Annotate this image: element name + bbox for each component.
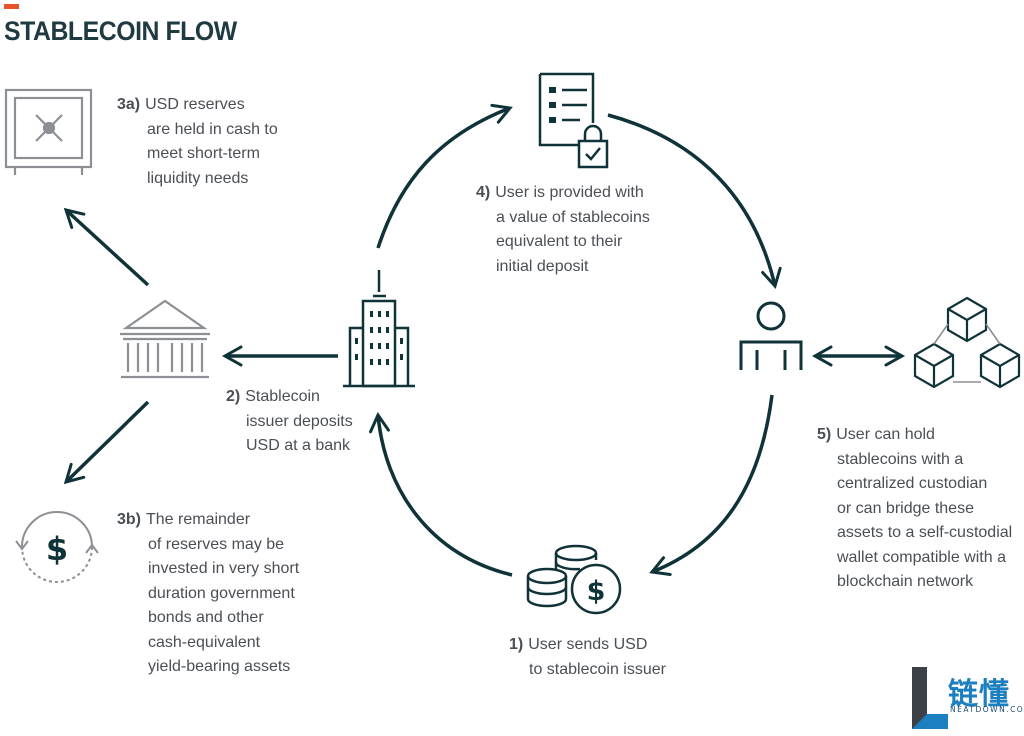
step-line: of reserves may be [148, 535, 285, 553]
step-line: Stablecoin [245, 388, 320, 405]
watermark-logo: 链懂 NEATDOWN.COM [910, 665, 1024, 731]
step-number: 5) [817, 426, 832, 443]
step-line: are held in cash to [147, 120, 278, 138]
step-5-label: 5)User can hold stablecoins with a centr… [817, 423, 1012, 595]
dollar-cycle-icon: $ [15, 511, 99, 583]
vault-safe-icon [4, 88, 93, 175]
coins-dollar-icon: $ [526, 544, 622, 615]
step-line: a value of stablecoins [496, 208, 650, 226]
logo-text: 链懂 [948, 677, 1010, 712]
step-2-label: 2)Stablecoin issuer deposits USD at a ba… [226, 385, 353, 459]
step-line: wallet compatible with a [837, 548, 1006, 566]
arrow-bank-to-bonds [63, 400, 150, 485]
step-line: meet short-term [147, 145, 260, 162]
step-1-label: 1)User sends USD to stablecoin issuer [509, 633, 666, 682]
step-line: bonds and other [148, 609, 264, 626]
step-line: issuer deposits [246, 412, 353, 430]
title-accent-bar [4, 4, 19, 9]
svg-text:$: $ [46, 530, 68, 568]
step-line: initial deposit [496, 257, 589, 275]
step-line: assets to a self-custodial [837, 524, 1013, 541]
step-line: cash-equivalent [148, 633, 261, 651]
page-title: STABLECOIN FLOW [4, 16, 237, 46]
step-line: USD reserves [145, 96, 245, 113]
document-lock-icon [538, 72, 609, 169]
logo-url: NEATDOWN.COM [950, 705, 1024, 714]
step-line: yield-bearing assets [148, 658, 291, 675]
step-line: blockchain network [837, 573, 974, 590]
step-line: User can hold [836, 426, 935, 443]
arc-coins-to-issuer [369, 411, 513, 577]
step-line: User sends USD [528, 636, 648, 653]
step-line: or can bridge these [837, 499, 974, 517]
step-number: 4) [476, 184, 491, 201]
step-number: 1) [509, 636, 524, 653]
step-number: 2) [226, 388, 241, 405]
bank-icon [120, 299, 210, 379]
blockchain-cubes-icon [913, 296, 1021, 389]
step-line: invested in very short [148, 560, 300, 577]
user-icon [739, 301, 803, 370]
step-3b-label: 3b) The remainder of reserves may be inve… [117, 508, 299, 680]
step-line: duration government [148, 584, 295, 602]
step-line: liquidity needs [147, 169, 249, 187]
step-line: to stablecoin issuer [529, 660, 666, 678]
arc-document-to-user [607, 113, 782, 289]
step-line: centralized custodian [837, 475, 988, 492]
step-line: stablecoins with a [837, 450, 964, 468]
office-building-icon [343, 270, 415, 388]
step-line: The remainder [146, 511, 251, 528]
logo-l-mark [912, 667, 948, 729]
arrow-bank-to-vault [63, 207, 150, 287]
step-line: USD at a bank [246, 437, 351, 454]
arc-issuer-to-document [376, 103, 513, 249]
step-3a-label: 3a)USD reserves are held in cash to meet… [117, 93, 278, 191]
step-line: equivalent to their [496, 233, 623, 250]
step-number: 3a) [117, 96, 141, 113]
svg-text:$: $ [587, 576, 606, 607]
arc-user-to-coins [649, 394, 774, 576]
step-line: User is provided with [495, 184, 644, 201]
step-4-label: 4)User is provided with a value of stabl… [476, 181, 650, 279]
step-number: 3b) [117, 511, 141, 528]
